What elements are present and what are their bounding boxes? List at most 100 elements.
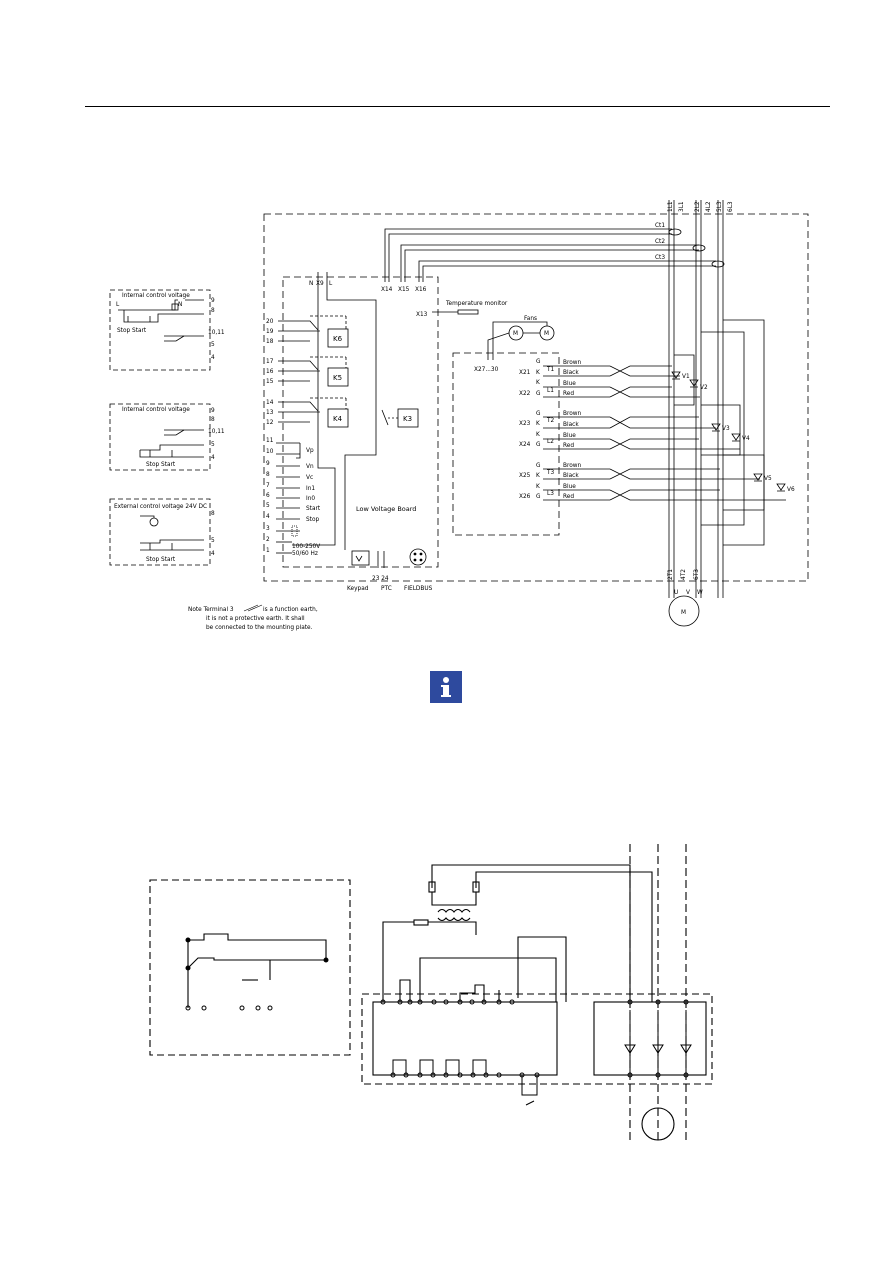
svg-text:12: 12 xyxy=(266,420,274,426)
keypad-connector xyxy=(351,550,370,566)
svg-text:4: 4 xyxy=(211,355,215,361)
svg-text:G: G xyxy=(536,411,541,417)
supply-label: 4L2 xyxy=(706,201,712,212)
supply-label: 6L3 xyxy=(728,201,734,212)
supply-frequency: 50/60 Hz xyxy=(292,551,318,557)
motor-terminal: 6T3 xyxy=(694,569,700,580)
svg-text:4: 4 xyxy=(266,514,270,520)
ct-wires xyxy=(384,228,725,282)
terminal-x15: X15 xyxy=(398,287,410,293)
stop-start-label: Stop Start xyxy=(146,462,176,468)
svg-text:8: 8 xyxy=(211,511,215,517)
box-title: Internal control voltage xyxy=(122,293,190,299)
fan-m-label: M xyxy=(544,331,549,337)
svg-text:G: G xyxy=(536,442,541,448)
svg-text:18: 18 xyxy=(266,339,274,345)
svg-text:K: K xyxy=(536,380,540,386)
ct-label: Ct1 xyxy=(655,223,665,229)
terminal-x27-30: X27...30 xyxy=(474,367,499,373)
svg-text:13: 13 xyxy=(266,410,274,416)
svg-text:5: 5 xyxy=(211,442,215,448)
svg-text:10,11: 10,11 xyxy=(208,330,225,336)
svg-text:Red: Red xyxy=(563,443,574,449)
terminal-n: N xyxy=(309,281,313,287)
svg-text:be connected to the mounting p: be connected to the mounting plate. xyxy=(206,625,313,631)
svg-text:it is not a protective earth.: it is not a protective earth. It shall xyxy=(206,616,305,622)
svg-text:is a function earth,: is a function earth, xyxy=(263,607,318,613)
thyristor-label: V3 xyxy=(722,426,730,432)
terminal-function: Start xyxy=(306,506,321,512)
thyristor-modules xyxy=(671,319,786,546)
svg-text:G: G xyxy=(536,494,541,500)
svg-text:T2: T2 xyxy=(546,418,555,424)
svg-text:Blue: Blue xyxy=(563,381,576,387)
svg-text:8: 8 xyxy=(266,472,270,478)
svg-text:Black: Black xyxy=(563,473,579,479)
motor xyxy=(668,595,700,627)
motor-terminal: 4T2 xyxy=(681,569,687,580)
svg-text:1: 1 xyxy=(266,548,270,554)
terminal-function: In0 xyxy=(306,496,315,502)
svg-text:11: 11 xyxy=(266,438,274,444)
svg-text:G: G xyxy=(536,359,541,365)
svg-text:4: 4 xyxy=(211,455,215,461)
relay-label: K4 xyxy=(333,415,343,423)
note: Note Terminal 3 is a function earth, it … xyxy=(188,607,318,631)
ct-label: Ct3 xyxy=(655,255,665,261)
terminal-numbers: 20 19 18 17 16 15 14 13 12 11 10 9 8 7 6… xyxy=(266,319,274,554)
svg-text:T1: T1 xyxy=(546,367,555,373)
svg-text:K: K xyxy=(536,421,540,427)
low-voltage-board-label: Low Voltage Board xyxy=(356,505,416,513)
svg-text:6: 6 xyxy=(266,493,270,499)
box-title: Internal control voltage xyxy=(122,407,190,413)
terminal-x9: X9 xyxy=(316,281,324,287)
terminal-function: In1 xyxy=(306,486,315,492)
main-enclosure xyxy=(263,213,809,582)
svg-text:K: K xyxy=(536,432,540,438)
simplified-diagram xyxy=(149,844,713,1141)
svg-text:17: 17 xyxy=(266,359,274,365)
supply-label: 1L1 xyxy=(668,201,674,212)
svg-text:Brown: Brown xyxy=(563,463,582,469)
terminal-function: Vn xyxy=(306,464,314,470)
supply-lines xyxy=(668,200,724,598)
info-icon xyxy=(430,671,462,703)
terminal-function: Vp xyxy=(306,448,314,454)
firing-board xyxy=(452,352,560,536)
terminal-leads xyxy=(276,442,301,554)
header-rule xyxy=(85,106,830,107)
svg-text:14: 14 xyxy=(266,400,274,406)
svg-text:Blue: Blue xyxy=(563,484,576,490)
thyristor-label: V2 xyxy=(700,385,708,391)
svg-text:20: 20 xyxy=(266,319,274,325)
svg-text:Blue: Blue xyxy=(563,433,576,439)
temperature-sensor xyxy=(457,309,479,315)
svg-text:T3: T3 xyxy=(546,470,555,476)
ptc-label: PTC xyxy=(381,586,392,592)
temperature-monitor-label: Temperature monitor xyxy=(445,301,508,307)
svg-text:15: 15 xyxy=(266,379,274,385)
gate-connector: X24 xyxy=(519,442,531,448)
fan-m-label: M xyxy=(513,331,518,337)
fieldbus-label: FIELDBUS xyxy=(404,586,433,592)
supply-label: 3L1 xyxy=(679,201,685,212)
gate-connector: X21 xyxy=(519,370,531,376)
supply-label: 2L2 xyxy=(695,201,701,212)
thyristor-label: V1 xyxy=(682,374,690,380)
box-title: External control voltage 24V DC xyxy=(114,504,207,510)
svg-text:10: 10 xyxy=(266,449,274,455)
svg-text:Black: Black xyxy=(563,422,579,428)
svg-text:7: 7 xyxy=(266,483,270,489)
gate-wires xyxy=(543,365,786,501)
internal-contacts xyxy=(392,1010,692,1106)
relay-k5 xyxy=(327,367,349,387)
gate-connector: X22 xyxy=(519,391,531,397)
svg-text:9: 9 xyxy=(266,461,270,467)
svg-text:L1: L1 xyxy=(547,388,554,394)
svg-text:L3: L3 xyxy=(547,491,554,497)
motor-terminal: 2T1 xyxy=(668,569,674,580)
svg-text:Brown: Brown xyxy=(563,360,582,366)
supply-voltage: 100-250V xyxy=(292,544,320,550)
svg-text:5: 5 xyxy=(211,342,215,348)
svg-text:L: L xyxy=(116,302,120,308)
